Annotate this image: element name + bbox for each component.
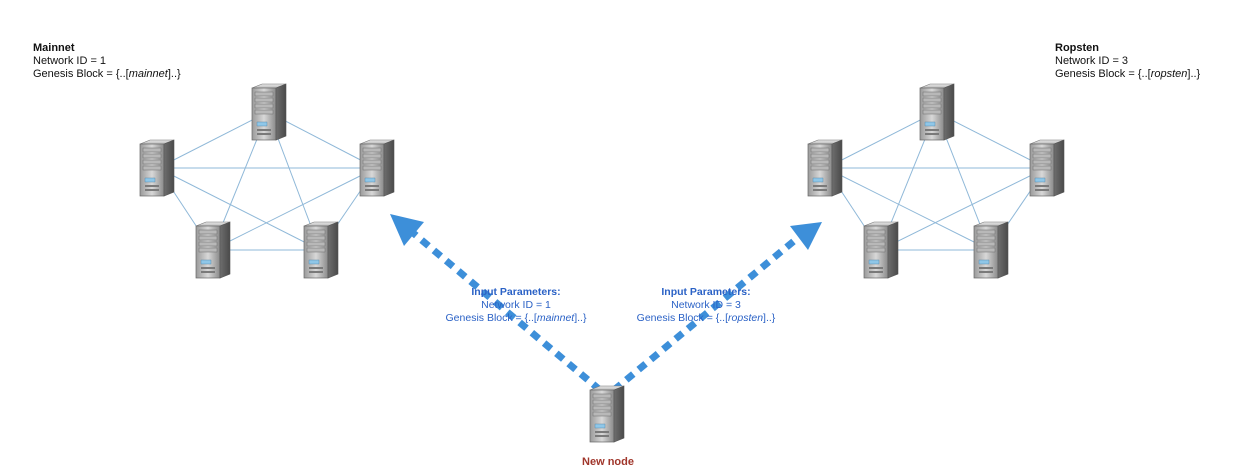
server-icon [1029, 139, 1065, 197]
mainnet-info: Mainnet Network ID = 1 Genesis Block = {… [33, 42, 181, 81]
genesis-suffix: ]..} [167, 68, 181, 80]
genesis-prefix: Genesis Block = {..[ [445, 312, 537, 324]
ropsten-title: Ropsten [1055, 42, 1099, 54]
genesis-suffix: ]..} [763, 312, 776, 324]
genesis-value: mainnet [536, 312, 575, 324]
genesis-prefix: Genesis Block = {..[ [636, 312, 729, 324]
input-params-title: Input Parameters: [471, 286, 561, 298]
server-icon [139, 139, 175, 197]
mainnet-title: Mainnet [33, 42, 75, 54]
input-params-title: Input Parameters: [661, 286, 751, 298]
genesis-suffix: ]..} [574, 312, 587, 324]
server-icon [973, 221, 1009, 279]
server-icon [195, 221, 231, 279]
input-params-mainnet: Input Parameters: Network ID = 1 Genesis… [421, 286, 611, 325]
mainnet-servers [139, 83, 395, 279]
server-icon [863, 221, 899, 279]
input-params-genesis-block: Genesis Block = {..[mainnet]..} [421, 312, 611, 325]
input-params-network-id: Network ID = 1 [481, 299, 551, 311]
genesis-value: ropsten [1150, 68, 1188, 80]
input-params-network-id: Network ID = 3 [671, 299, 741, 311]
arrow-to-mainnet [390, 214, 603, 393]
server-icon [919, 83, 955, 141]
genesis-value: ropsten [728, 312, 764, 324]
genesis-prefix: Genesis Block = {..[ [1055, 68, 1151, 80]
server-icon [303, 221, 339, 279]
ropsten-network-id: Network ID = 3 [1055, 55, 1129, 67]
new-node-server-icon [589, 385, 625, 443]
mainnet-network-id: Network ID = 1 [33, 55, 107, 67]
input-params-genesis-block: Genesis Block = {..[ropsten]..} [611, 312, 801, 325]
mainnet-genesis-block: Genesis Block = {..[mainnet]..} [33, 68, 181, 81]
arrowhead-mainnet [390, 214, 424, 246]
ropsten-servers [807, 83, 1065, 279]
ropsten-genesis-block: Genesis Block = {..[ropsten]..} [1055, 68, 1200, 81]
server-icon [807, 139, 843, 197]
server-icon [359, 139, 395, 197]
genesis-value: mainnet [128, 68, 168, 80]
new-node-label: New node [582, 456, 634, 468]
arrow-to-ropsten [611, 222, 822, 393]
input-params-ropsten: Input Parameters: Network ID = 3 Genesis… [611, 286, 801, 325]
genesis-prefix: Genesis Block = {..[ [33, 68, 129, 80]
ropsten-info: Ropsten Network ID = 3 Genesis Block = {… [1055, 42, 1200, 81]
genesis-suffix: ]..} [1187, 68, 1201, 80]
server-icon [251, 83, 287, 141]
arrowhead-ropsten [790, 222, 822, 250]
